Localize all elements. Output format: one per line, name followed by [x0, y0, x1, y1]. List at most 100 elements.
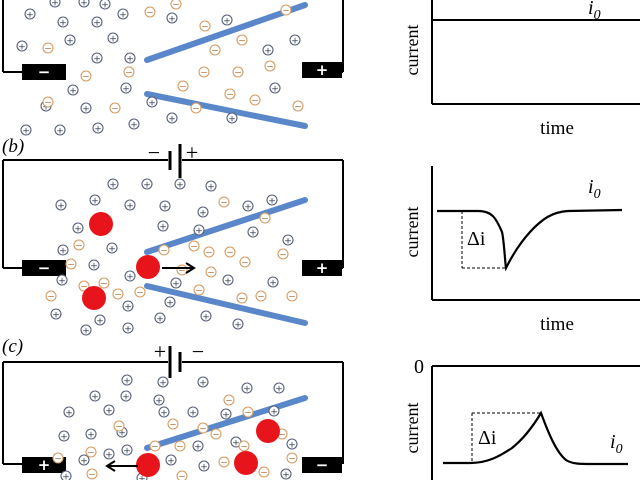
motion-arrow-b — [162, 262, 196, 274]
plot-a: current time i0 — [402, 0, 640, 139]
cation-icon: + — [78, 0, 90, 8]
svg-text:+: + — [207, 182, 215, 192]
cation-icon: + — [99, 0, 111, 10]
svg-text:+: + — [160, 408, 168, 418]
anion-icon: − — [45, 290, 57, 302]
anion-icon: − — [176, 470, 188, 480]
cation-icon: + — [92, 122, 104, 134]
cation-icon: + — [124, 199, 136, 211]
anion-icon: − — [218, 456, 230, 468]
cation-icon: + — [60, 470, 72, 480]
svg-text:+: + — [189, 408, 197, 418]
svg-text:−: − — [80, 282, 88, 292]
svg-text:+: + — [200, 462, 208, 472]
cation-icon: + — [56, 274, 68, 286]
svg-text:+: + — [51, 0, 59, 8]
anion-icon: − — [224, 88, 236, 100]
svg-text:−: − — [178, 266, 186, 276]
svg-text:−: − — [225, 396, 233, 406]
anion-icon: − — [292, 100, 304, 112]
anion-icon: − — [188, 240, 200, 252]
svg-text:+: + — [80, 0, 88, 8]
battery-b-left-sign: − — [148, 140, 160, 165]
right-electrode-sign-b: + — [316, 259, 329, 277]
cation-icon: + — [58, 430, 70, 442]
cation-icon: + — [124, 270, 136, 282]
nanopore-a — [144, 2, 308, 129]
svg-text:+: + — [234, 320, 242, 330]
ions-c: ++++++++++++++++++++++++++++−−−−−−−−−−−−… — [52, 374, 298, 480]
cation-icon: + — [57, 244, 69, 256]
cation-icon: + — [16, 40, 28, 52]
cation-icon: + — [78, 454, 90, 466]
cation-icon: + — [266, 194, 278, 206]
anion-icon: − — [65, 258, 77, 270]
svg-text:−: − — [67, 260, 75, 270]
svg-text:+: + — [284, 236, 292, 246]
anion-icon: − — [286, 452, 298, 464]
svg-text:−: − — [195, 286, 203, 296]
svg-text:+: + — [105, 450, 113, 460]
pore-wall-top-c — [144, 395, 308, 451]
svg-text:+: + — [155, 396, 163, 406]
cation-icon: + — [117, 8, 129, 20]
svg-text:−: − — [47, 292, 55, 302]
cation-icon: + — [153, 394, 165, 406]
cation-icon: + — [89, 194, 101, 206]
svg-text:−: − — [75, 241, 83, 251]
particle — [89, 212, 113, 236]
svg-text:+: + — [130, 120, 138, 130]
svg-text:−: − — [201, 22, 209, 32]
anion-icon: − — [176, 264, 188, 276]
cation-icon: + — [124, 52, 136, 64]
svg-text:−: − — [294, 102, 302, 112]
svg-text:+: + — [118, 428, 126, 438]
cation-icon: + — [49, 0, 61, 8]
svg-text:+: + — [59, 18, 67, 28]
svg-text:−: − — [282, 6, 290, 16]
svg-text:+: + — [93, 54, 101, 64]
cation-icon: + — [146, 96, 158, 108]
svg-text:+: + — [199, 378, 207, 388]
anion-icon: − — [80, 70, 92, 82]
cation-icon: + — [241, 382, 253, 394]
left-electrode-a — [22, 64, 66, 80]
svg-text:+: + — [228, 114, 236, 124]
cation-icon: + — [222, 274, 234, 286]
anion-icon: − — [277, 248, 289, 260]
svg-text:+: + — [109, 34, 117, 44]
svg-text:+: + — [282, 470, 290, 480]
svg-text:+: + — [126, 201, 134, 211]
cation-icon: + — [220, 408, 232, 420]
svg-text:−: − — [87, 448, 95, 458]
svg-text:−: − — [192, 104, 200, 114]
svg-text:−: − — [220, 198, 228, 208]
anion-icon: − — [158, 244, 170, 256]
anion-icon: − — [149, 440, 161, 452]
svg-text:−: − — [205, 248, 213, 258]
right-electrode-b — [302, 260, 342, 276]
anion-icon: − — [193, 284, 205, 296]
svg-text:+: + — [108, 244, 116, 254]
svg-text:−: − — [82, 72, 90, 82]
anion-icon: − — [199, 20, 211, 32]
particle — [136, 255, 160, 279]
svg-text:+: + — [195, 226, 203, 236]
cation-icon: + — [107, 178, 119, 190]
panel-c-letter: (c) — [2, 336, 23, 357]
particle — [136, 453, 160, 477]
anion-icon: − — [286, 290, 298, 302]
anion-icon: − — [112, 288, 124, 300]
svg-text:+: + — [143, 180, 151, 190]
svg-text:−: − — [178, 472, 186, 480]
cation-icon: + — [72, 222, 84, 234]
cation-icon: + — [158, 406, 170, 418]
svg-text:+: + — [42, 102, 50, 112]
anion-icon: − — [242, 406, 254, 418]
anion-icon: − — [239, 256, 251, 268]
svg-text:+: + — [249, 228, 257, 238]
cation-icon: + — [107, 32, 119, 44]
anion-icon: − — [177, 80, 189, 92]
pore-wall-bottom-b — [144, 283, 308, 326]
anion-icon: − — [223, 394, 235, 406]
